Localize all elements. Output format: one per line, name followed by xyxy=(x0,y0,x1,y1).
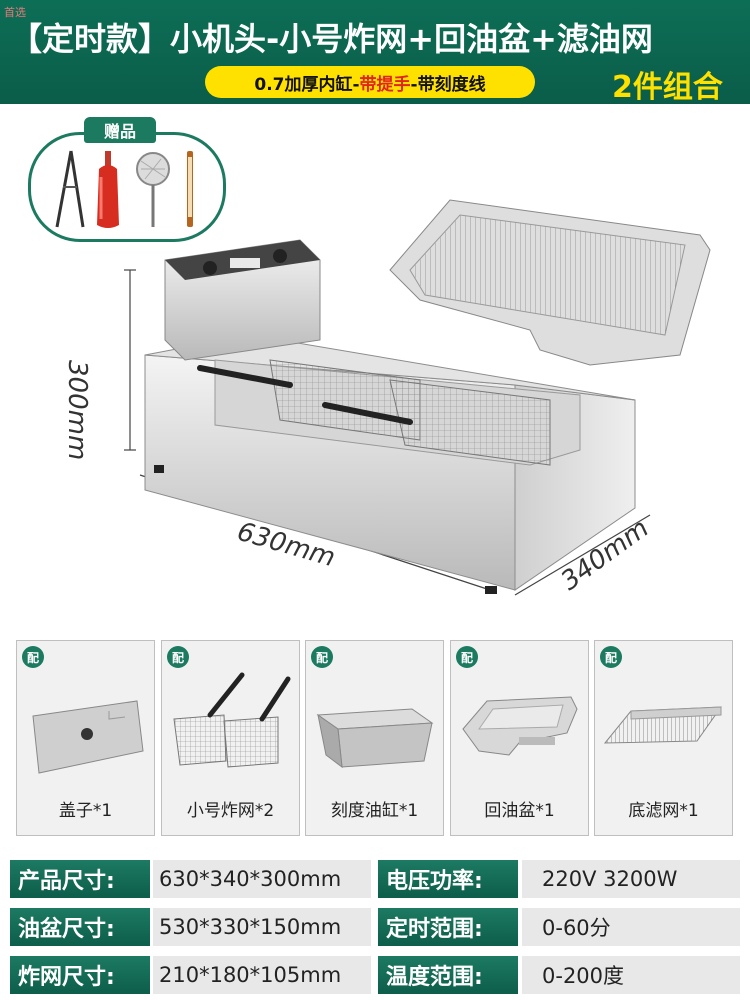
oil-tank-icon xyxy=(316,708,434,769)
height-dimension-line xyxy=(124,269,136,451)
spec-label-basket-size: 炸网尺寸: xyxy=(10,956,150,994)
accessory-badge: 配 xyxy=(22,646,44,668)
accessory-card-tray: 配 回油盆*1 xyxy=(450,640,589,836)
accessory-label: 小号炸网*2 xyxy=(186,801,275,821)
accessory-badge: 配 xyxy=(167,646,189,668)
accessory-card-filter: 配 底滤网*1 xyxy=(594,640,733,836)
gift-label: 赠品 xyxy=(84,117,156,143)
accessory-badge: 配 xyxy=(600,646,622,668)
gift-items-illustration xyxy=(55,150,193,228)
accessory-label: 盖子*1 xyxy=(58,801,113,821)
spec-value-tank-size: 530*330*150mm xyxy=(153,908,371,946)
fry-basket-right xyxy=(389,379,551,466)
spec-label-timer: 定时范围: xyxy=(378,908,518,946)
watermark-text: 首选 xyxy=(4,6,26,19)
spec-value-voltage: 220V 3200W xyxy=(522,860,740,898)
gift-bubble xyxy=(28,132,226,242)
accessory-card-tank: 配 刻度油缸*1 xyxy=(305,640,444,836)
fryer-illustration xyxy=(124,199,711,596)
depth-dimension-line xyxy=(514,514,651,596)
accessory-badge: 配 xyxy=(311,646,333,668)
accessory-badge: 配 xyxy=(456,646,478,668)
accessory-label: 回油盆*1 xyxy=(484,801,555,821)
feature-text-handle: 带提手 xyxy=(359,74,411,95)
sauce-bottle-icon xyxy=(97,151,119,228)
thermometer-icon xyxy=(187,151,193,227)
accessory-card-lid: 配 盖子*1 xyxy=(16,640,155,836)
strainer-icon xyxy=(136,152,170,227)
spec-value-timer: 0-60分 xyxy=(522,908,740,946)
lid-icon xyxy=(32,700,144,774)
combo-label: 2件组合 xyxy=(612,70,723,105)
spec-label-product-size: 产品尺寸: xyxy=(10,860,150,898)
spec-value-temperature: 0-200度 xyxy=(522,956,740,994)
tongs-icon xyxy=(55,150,85,228)
accessory-label: 刻度油缸*1 xyxy=(330,801,419,821)
bottom-filter-icon xyxy=(603,706,722,744)
spec-label-temperature: 温度范围: xyxy=(378,956,518,994)
feature-text-1: 0.7加厚内缸- xyxy=(254,74,360,95)
accessory-label: 底滤网*1 xyxy=(628,801,699,821)
feature-pill: 0.7加厚内缸-带提手-带刻度线 xyxy=(205,66,535,98)
height-dimension: 300mm xyxy=(62,360,92,461)
spec-label-tank-size: 油盆尺寸: xyxy=(10,908,150,946)
accessory-card-basket: 配 小号炸网*2 xyxy=(161,640,300,836)
spec-value-product-size: 630*340*300mm xyxy=(153,860,371,898)
feature-text-2: -带刻度线 xyxy=(410,74,486,95)
fry-basket-icon xyxy=(173,672,291,768)
oil-return-tray-icon xyxy=(462,696,578,756)
spec-value-basket-size: 210*180*105mm xyxy=(153,956,371,994)
spec-label-voltage: 电压功率: xyxy=(378,860,518,898)
product-title: 【定时款】小机头-小号炸网+回油盆+滤油网 xyxy=(10,20,653,58)
